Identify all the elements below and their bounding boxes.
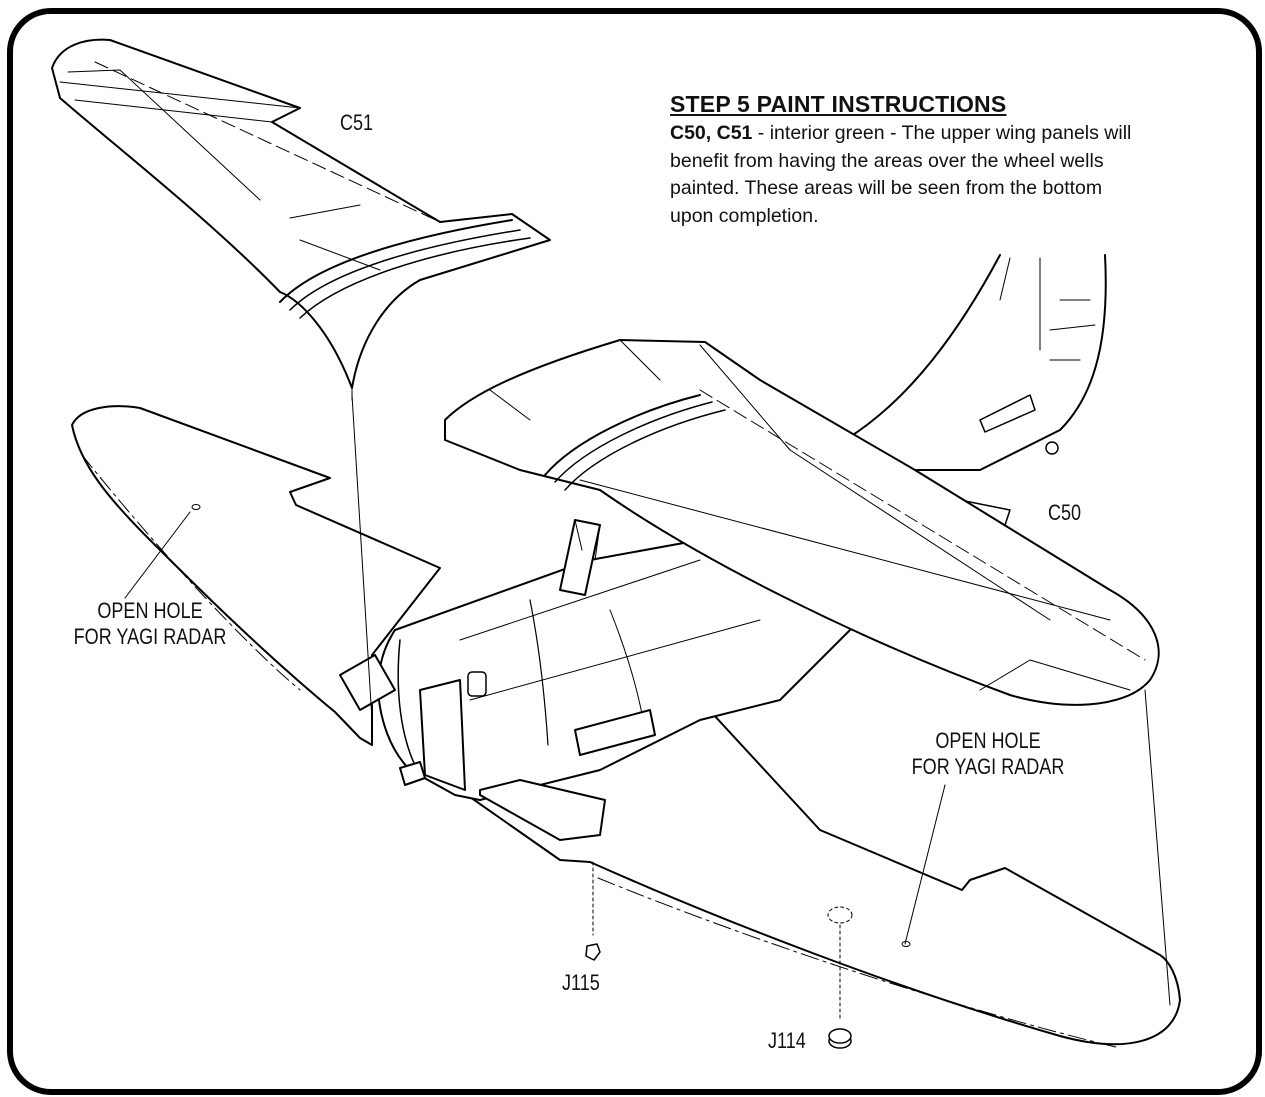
label-hole-left: OPEN HOLE FOR YAGI RADAR xyxy=(60,598,240,650)
label-hole-left-line2: FOR YAGI RADAR xyxy=(73,624,227,649)
lower-wing-left xyxy=(71,405,441,746)
label-c51: C51 xyxy=(340,110,374,135)
wing-panel-c50 xyxy=(444,339,1160,706)
part-j114-icon xyxy=(828,1028,852,1049)
part-j114-hole-outline xyxy=(827,906,853,924)
part-j115-icon xyxy=(585,943,601,961)
label-hole-right-line1: OPEN HOLE xyxy=(935,728,1041,753)
label-j114: J114 xyxy=(768,1028,806,1053)
label-hole-left-line1: OPEN HOLE xyxy=(97,598,203,623)
wing-panel-c51 xyxy=(51,38,551,401)
label-c50: C50 xyxy=(1048,500,1082,525)
label-hole-right-line2: FOR YAGI RADAR xyxy=(911,754,1065,779)
step-parts: C50, C51 xyxy=(670,122,753,144)
step-title: STEP 5 PAINT INSTRUCTIONS xyxy=(670,91,1007,117)
step-body: C50, C51 - interior green - The upper wi… xyxy=(670,120,1150,230)
paint-instructions: STEP 5 PAINT INSTRUCTIONS C50, C51 - int… xyxy=(670,90,1150,230)
fuselage xyxy=(339,519,861,841)
step-text: - interior green - The upper wing panels… xyxy=(670,122,1132,227)
label-j115: J115 xyxy=(562,970,600,995)
label-hole-right: OPEN HOLE FOR YAGI RADAR xyxy=(898,728,1078,780)
locator-lines xyxy=(124,394,1171,1021)
